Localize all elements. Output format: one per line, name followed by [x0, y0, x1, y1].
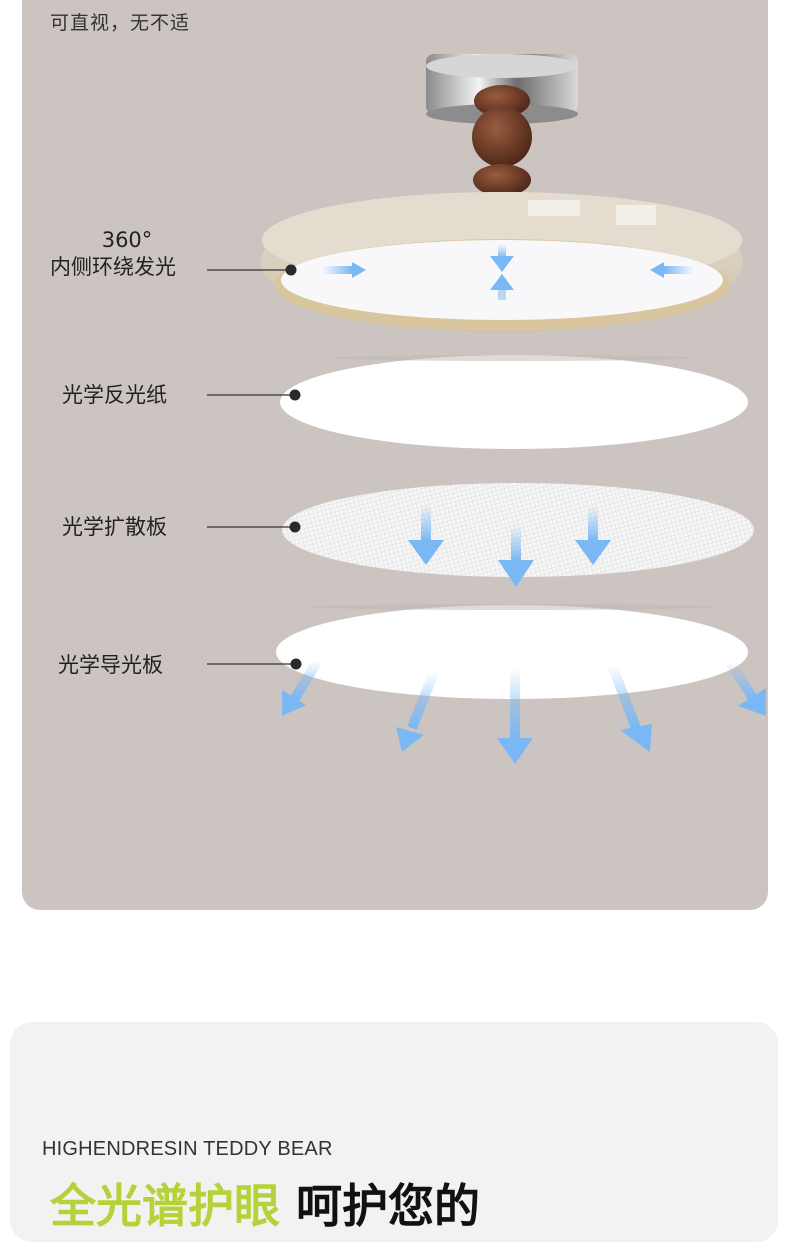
light-guide-label: 光学导光板 [58, 653, 163, 677]
ring-label-degree: 360° [101, 228, 153, 252]
brand-subtitle: HIGHENDRESIN TEDDY BEAR [42, 1138, 333, 1160]
light-guide-layer [276, 604, 748, 699]
reflector-label: 光学反光纸 [62, 383, 167, 407]
lamp-exploded-diagram [207, 54, 766, 764]
product-illustration-panel [22, 0, 768, 910]
headline-accent: 全光谱护眼 [50, 1179, 280, 1233]
wood-beads [472, 85, 532, 196]
ring-light-arrows [322, 244, 694, 300]
guide-arrows [282, 657, 766, 764]
caption-text: 可直视，无不适 [50, 12, 191, 34]
headline-dark: 呵护您的 [296, 1179, 481, 1233]
diffuser-label: 光学扩散板 [62, 515, 167, 539]
diffuser-arrows [408, 505, 611, 587]
ring-label-text: 内侧环绕发光 [50, 255, 176, 279]
leader-lines [207, 264, 302, 670]
ceiling-mount [426, 54, 578, 124]
reflector-paper-layer [280, 355, 748, 449]
feature-headline: 全光谱护眼 呵护您的 [50, 1176, 480, 1236]
